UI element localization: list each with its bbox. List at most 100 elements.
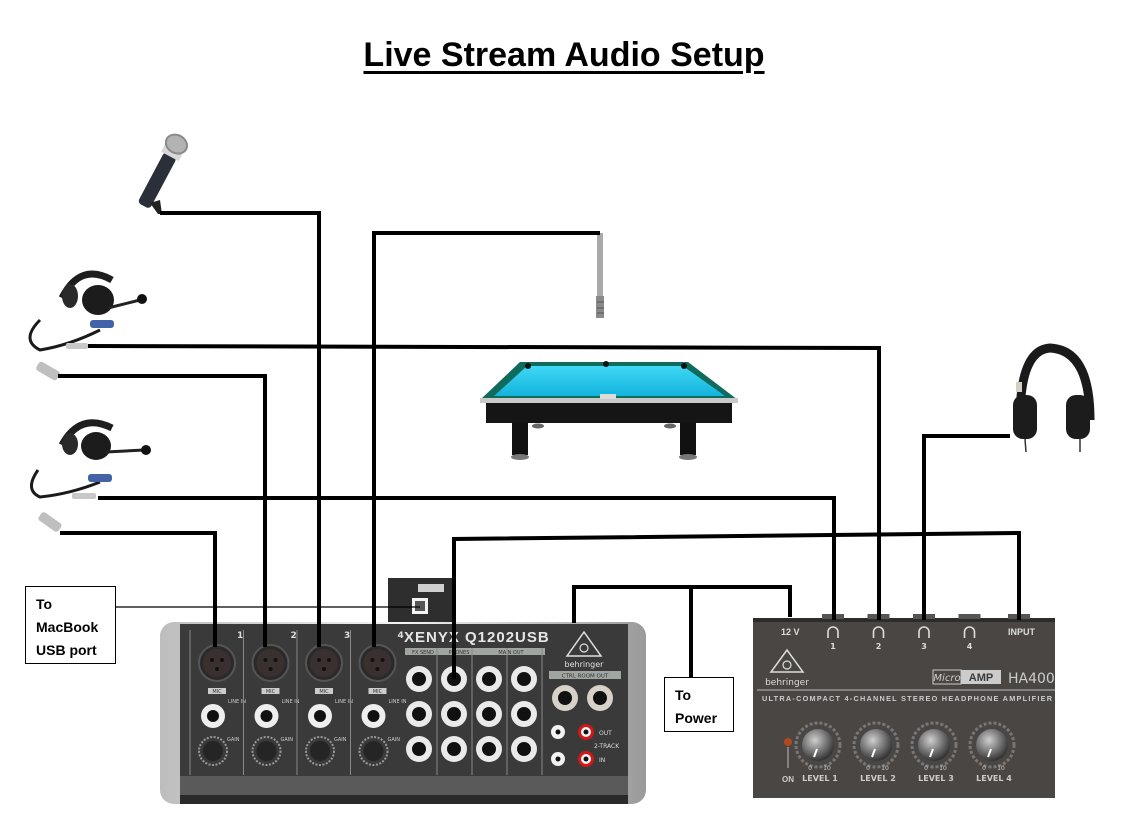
level-label: LEVEL 2 bbox=[860, 774, 896, 783]
level-knob-4[interactable] bbox=[968, 721, 1016, 769]
rca-in-label: IN bbox=[599, 757, 605, 764]
headphone-icon bbox=[918, 626, 930, 638]
xlr-input-3[interactable] bbox=[305, 644, 343, 682]
gain-knob-3[interactable] bbox=[305, 736, 335, 766]
output-jack[interactable] bbox=[511, 666, 537, 692]
output-number: 4 bbox=[967, 642, 973, 651]
line-in-label: LINE IN bbox=[389, 699, 407, 705]
power-label: To Power bbox=[664, 677, 734, 732]
level-label: LEVEL 3 bbox=[918, 774, 954, 783]
gain-knob-4[interactable] bbox=[358, 736, 389, 766]
cable-headset1-phones-to-amp2 bbox=[87, 344, 881, 620]
amp-power-label: 12 V bbox=[781, 627, 800, 637]
rca-out-left[interactable] bbox=[551, 725, 565, 739]
output-jack[interactable] bbox=[476, 666, 502, 692]
scale-max: 10 bbox=[939, 765, 947, 772]
line-input-3[interactable] bbox=[308, 704, 332, 728]
amp-amp-word: AMP bbox=[969, 672, 993, 684]
gain-label: GAIN bbox=[388, 737, 401, 743]
headphone-icon bbox=[963, 626, 976, 638]
xlr-input-1[interactable] bbox=[198, 644, 236, 682]
cable-headphones-to-amp3 bbox=[922, 434, 1010, 620]
ctrl-room-jack-left[interactable] bbox=[552, 685, 578, 711]
ctrl-room-jack-right[interactable] bbox=[587, 685, 613, 711]
xlr-input-4[interactable] bbox=[358, 644, 397, 682]
headphone-output-3[interactable]: 3 bbox=[918, 626, 930, 651]
output-jack[interactable] bbox=[406, 736, 432, 762]
level-knob-3[interactable] bbox=[910, 721, 958, 769]
line-input-1[interactable] bbox=[201, 704, 225, 728]
scale-min: 0 bbox=[808, 765, 812, 772]
amp-series: Micro bbox=[933, 673, 960, 684]
output-number: 2 bbox=[876, 642, 882, 651]
section-label: MAIN OUT bbox=[498, 650, 524, 656]
scale-min: 0 bbox=[924, 765, 928, 772]
ctrl-room-label: CTRL ROOM OUT bbox=[562, 674, 609, 680]
output-jack[interactable] bbox=[406, 666, 432, 692]
amp-brand: behringer bbox=[765, 678, 809, 688]
gain-knob-2[interactable] bbox=[251, 736, 282, 766]
channel-number: 3 bbox=[344, 631, 350, 641]
cable-condenser-mic-to-ch4 bbox=[372, 231, 600, 647]
headphone-amp: 12 V 1 2 3 4 INPUT behringer Micro AMP HA40… bbox=[753, 614, 1055, 798]
output-jack[interactable] bbox=[511, 736, 537, 762]
line-input-2[interactable] bbox=[254, 704, 279, 728]
usb-port[interactable] bbox=[412, 598, 428, 614]
channel-number: 1 bbox=[237, 631, 243, 641]
gain-label: GAIN bbox=[227, 737, 240, 743]
scale-min: 0 bbox=[982, 765, 986, 772]
channel-number: 2 bbox=[291, 631, 297, 641]
gain-knob-1[interactable] bbox=[198, 736, 228, 766]
headphone-output-2[interactable]: 2 bbox=[872, 626, 885, 651]
output-jack[interactable] bbox=[441, 701, 467, 727]
mic-label: MIC bbox=[373, 689, 383, 695]
channel-number: 4 bbox=[398, 631, 404, 641]
output-jack[interactable] bbox=[476, 701, 502, 727]
output-number: 1 bbox=[830, 642, 836, 651]
behringer-logo-icon bbox=[769, 648, 805, 673]
level-knob-1[interactable] bbox=[794, 721, 842, 769]
mixer-brand: behringer bbox=[565, 660, 605, 669]
mixer-model: XENYX Q1202USB bbox=[404, 629, 550, 646]
headset-1 bbox=[28, 270, 147, 381]
xlr-input-2[interactable] bbox=[251, 644, 290, 682]
amp-input-label: INPUT bbox=[1008, 627, 1036, 637]
amp-tagline: ULTRA-COMPACT 4-CHANNEL STEREO HEADPHONE… bbox=[762, 694, 1053, 703]
rca-in-left[interactable] bbox=[551, 752, 565, 766]
headphones bbox=[1013, 343, 1095, 453]
output-jack[interactable] bbox=[511, 701, 537, 727]
line-input-4[interactable] bbox=[361, 704, 386, 728]
output-jack[interactable] bbox=[476, 736, 502, 762]
mic-label: MIC bbox=[319, 689, 329, 695]
usb-port-panel bbox=[388, 578, 454, 622]
two-track-label: 2-TRACK bbox=[594, 743, 620, 750]
rca-out-label: OUT bbox=[599, 730, 612, 737]
cable-headset2-mic-to-ch1 bbox=[60, 531, 217, 647]
gain-label: GAIN bbox=[334, 737, 347, 743]
power-label-line: Power bbox=[675, 710, 718, 726]
rca-in-right[interactable] bbox=[578, 751, 594, 767]
mic-label: MIC bbox=[266, 689, 276, 695]
output-jack[interactable] bbox=[441, 736, 467, 762]
pool-table bbox=[480, 361, 738, 460]
headphone-output-1[interactable]: 1 bbox=[827, 626, 839, 651]
scale-max: 10 bbox=[997, 765, 1005, 772]
behringer-logo-icon bbox=[565, 630, 603, 657]
level-label: LEVEL 1 bbox=[802, 774, 838, 783]
output-jack[interactable] bbox=[406, 701, 432, 727]
handheld-microphone bbox=[138, 133, 189, 214]
rca-out-right[interactable] bbox=[578, 724, 594, 740]
macbook-label-line: To bbox=[36, 596, 53, 612]
headphone-output-4[interactable]: 4 bbox=[963, 626, 976, 651]
headphone-icon bbox=[872, 626, 885, 638]
level-knob-2[interactable] bbox=[852, 721, 900, 769]
output-number: 3 bbox=[921, 642, 927, 651]
amp-model: HA400 bbox=[1008, 671, 1055, 687]
line-in-label: LINE IN bbox=[335, 699, 353, 705]
macbook-label-line: MacBook bbox=[36, 619, 99, 635]
